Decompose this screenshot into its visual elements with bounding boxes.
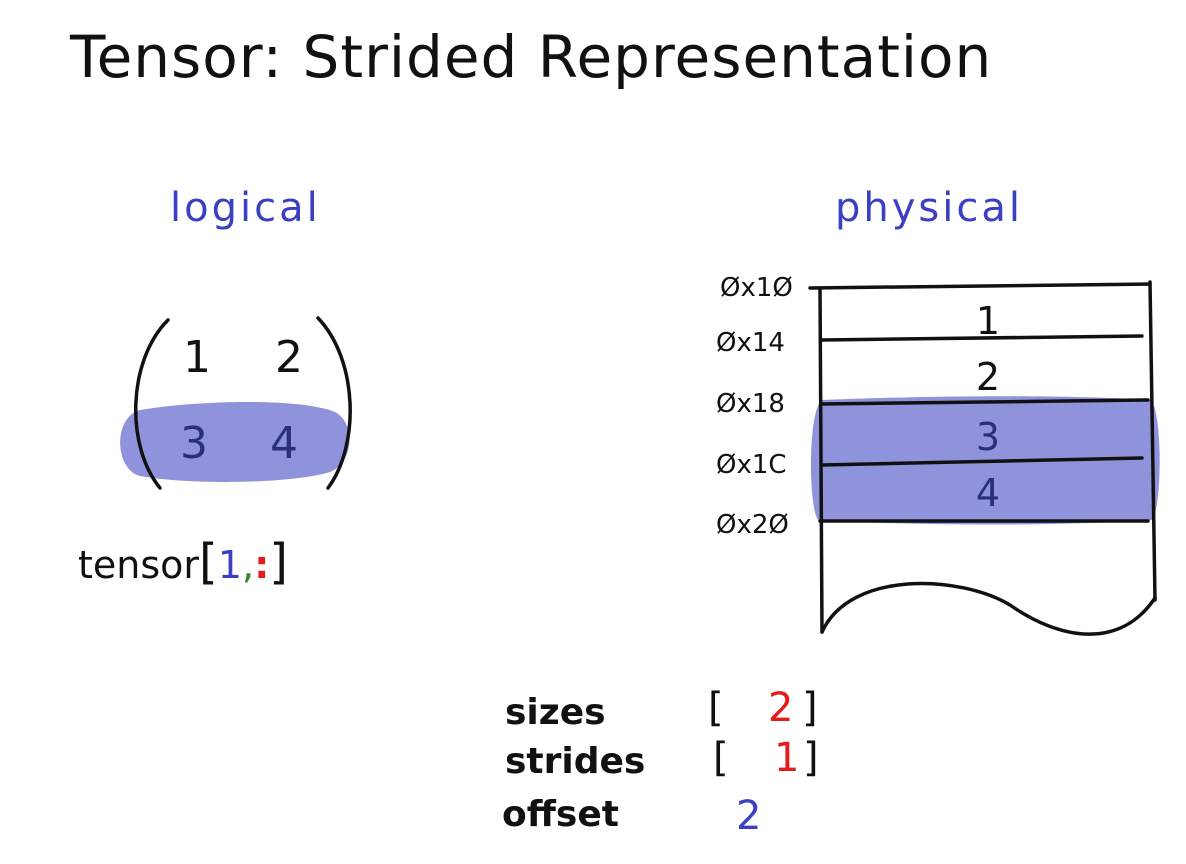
memory-line-0x14 (820, 334, 1144, 342)
memory-right-edge (1148, 280, 1157, 602)
indexing-expression: tensor[1,:] (78, 538, 288, 586)
address-0x10: Øx1Ø (720, 273, 793, 303)
sizes-label: sizes (505, 692, 606, 733)
memory-cell-2: 2 (975, 355, 1001, 399)
offset-value: 2 (736, 793, 762, 839)
indexing-prefix: tensor (78, 543, 200, 587)
strides-open-bracket: [ (713, 735, 729, 781)
address-0x1C: Øx1C (716, 450, 787, 480)
indexing-open-bracket: [ (199, 534, 218, 590)
memory-line-0x10 (808, 282, 1152, 290)
matrix-right-paren (316, 316, 352, 490)
memory-cell-4: 4 (975, 471, 1001, 515)
memory-wavy-bottom (820, 581, 1157, 636)
memory-cell-3: 3 (975, 415, 1001, 459)
address-0x14: Øx14 (716, 328, 785, 358)
logical-row-highlight (120, 402, 350, 482)
matrix-left-paren (133, 318, 170, 490)
sizes-open-bracket: [ (708, 685, 724, 731)
address-0x20: Øx2Ø (716, 510, 789, 540)
strides-value: 1 (774, 735, 800, 781)
matrix-cell-2-2: 4 (270, 418, 298, 469)
indexing-comma: , (241, 543, 255, 587)
matrix-cell-1-2: 2 (275, 332, 303, 383)
strides-label: strides (505, 741, 646, 782)
sizes-close-bracket: ] (802, 685, 818, 731)
page-title: Tensor: Strided Representation (70, 23, 993, 91)
matrix-cell-1-1: 1 (183, 332, 211, 383)
memory-left-edge (818, 286, 824, 634)
indexing-row: 1 (217, 543, 242, 587)
memory-line-0x1C (820, 456, 1144, 467)
physical-heading: physical (835, 185, 1023, 231)
offset-label: offset (502, 794, 619, 835)
sizes-value: 2 (768, 685, 794, 731)
strides-close-bracket: ] (803, 735, 819, 781)
indexing-close-bracket: ] (269, 534, 288, 590)
indexing-colon: : (254, 543, 270, 587)
matrix-cell-2-1: 3 (180, 418, 208, 469)
memory-line-0x18 (820, 398, 1150, 406)
logical-heading: logical (170, 185, 321, 231)
memory-cell-1: 1 (975, 299, 1001, 343)
address-0x18: Øx18 (716, 389, 785, 419)
